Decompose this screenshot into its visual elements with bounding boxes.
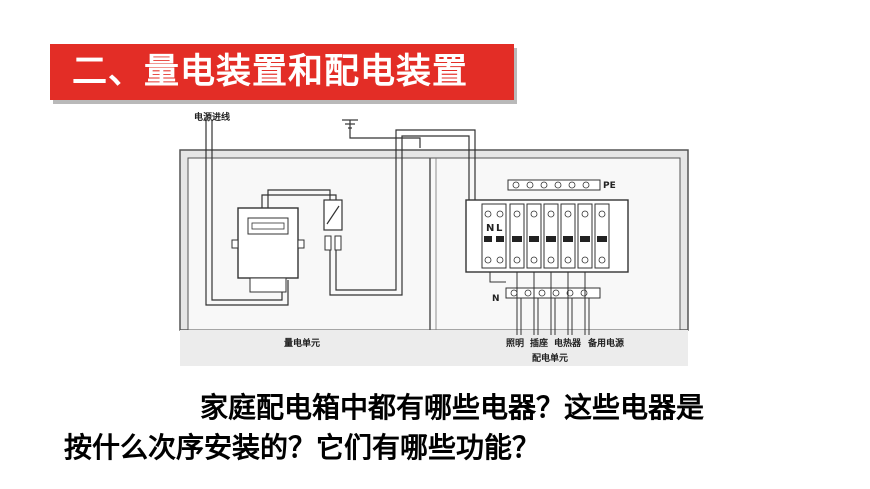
ground-symbol-icon [342, 119, 421, 148]
circuit-label-heater: 电热器 [554, 337, 582, 349]
pe-terminal-bar [507, 179, 601, 191]
source-label: 电源进线 [194, 111, 230, 123]
question-line-1: 家庭配电箱中都有哪些电器？这些电器是 [200, 391, 705, 424]
circuit-label-lighting: 照明 [506, 338, 524, 349]
circuit-wires [489, 272, 590, 335]
pe-label: PE [603, 181, 616, 191]
main-switch [323, 199, 343, 251]
n-terminal-bar [505, 287, 601, 299]
electric-meter [231, 207, 305, 293]
discussion-question: 家庭配电箱中都有哪些电器？这些电器是 按什么次序安装的？它们有哪些功能？ [64, 388, 854, 468]
n-label: N [486, 223, 494, 234]
slide-title: 二、量电装置和配电装置 [50, 44, 514, 100]
n-bus-label: N [492, 294, 500, 304]
distribution-unit-label: 配电单元 [532, 352, 568, 364]
l-label: L [496, 223, 503, 234]
breaker-panel [465, 199, 629, 273]
metering-unit-label: 量电单元 [284, 337, 320, 349]
circuit-label-socket: 插座 [530, 337, 548, 349]
circuit-label-backup: 备用电源 [587, 337, 624, 349]
distribution-box-diagram: 电源进线 PE N L N 量电单元 照明 插座 电热器 备用电源 配电单元 [179, 111, 689, 366]
question-line-2: 按什么次序安装的？它们有哪些功能？ [64, 431, 541, 464]
